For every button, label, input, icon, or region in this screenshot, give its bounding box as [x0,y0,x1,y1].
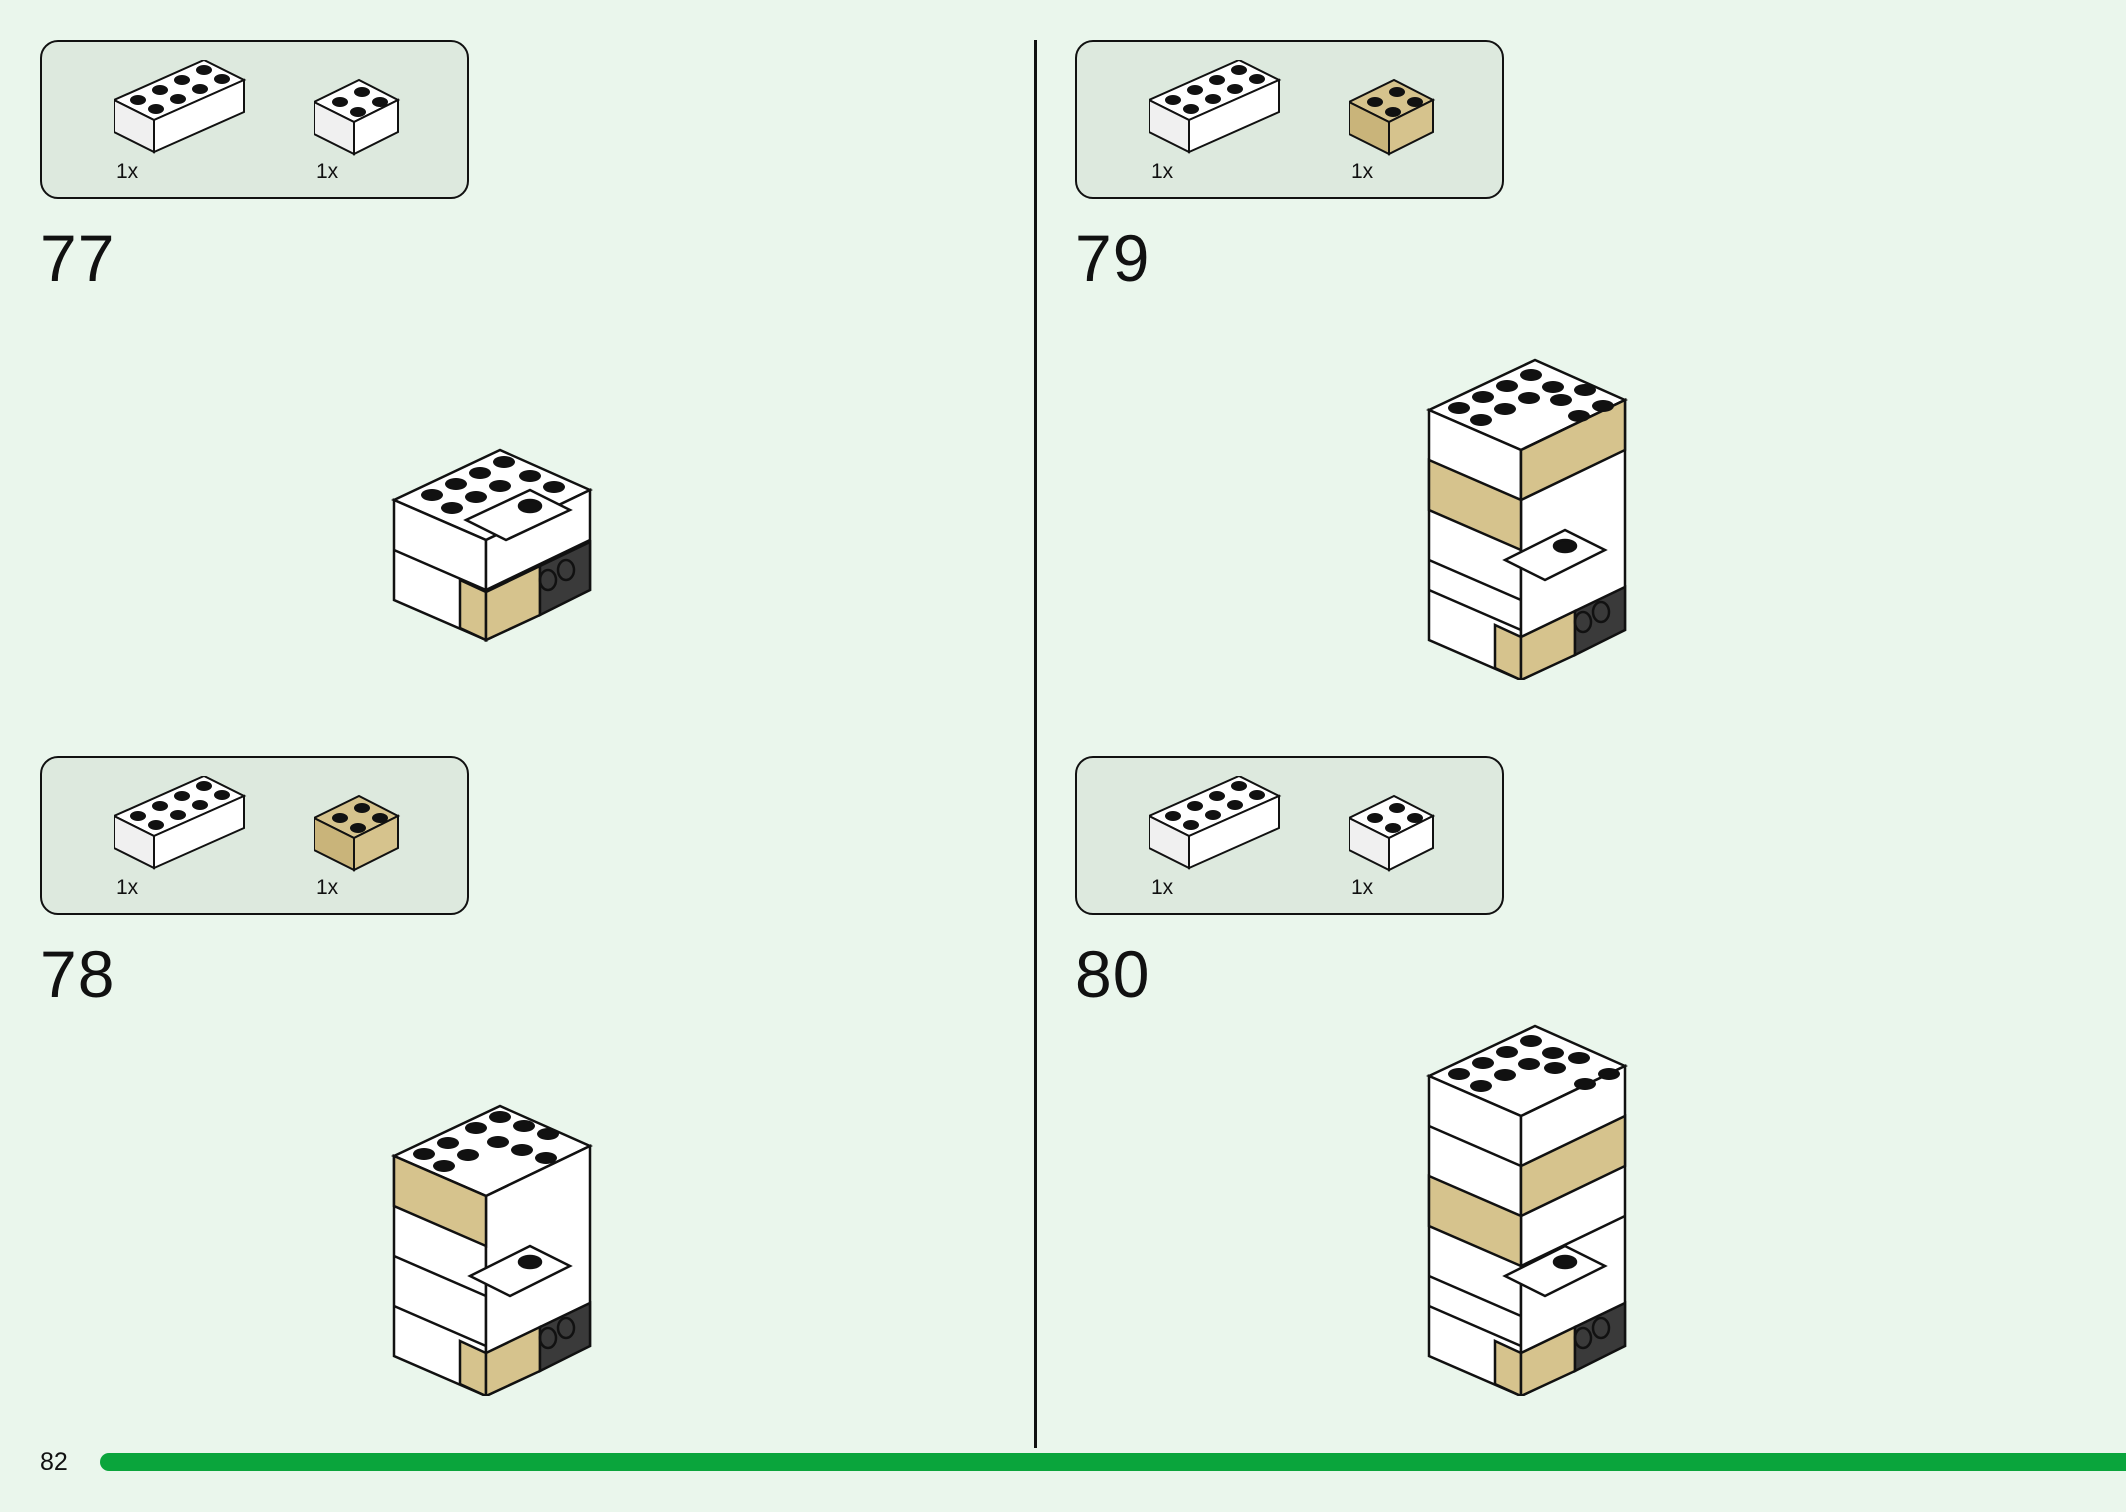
brick-2x4-white-icon [1149,776,1289,876]
model-assembly-image [390,1076,690,1401]
part-qty: 1x [1151,876,1174,899]
model-assembly-image [1425,996,1725,1401]
brick-2x4-white-icon [1149,60,1289,160]
part-qty: 1x [116,876,139,899]
part-qty: 1x [1351,876,1374,899]
part-qty: 1x [1351,160,1374,183]
parts-callout: 1x 1x [40,756,469,915]
step-80: 1x 1x 80 [1075,756,2075,1456]
step-79: 1x 1x 79 [1075,40,2075,740]
step-78: 1x 1x 78 [40,756,1040,1456]
step-77: 1x 1x 77 [40,40,1040,740]
parts-callout: 1x 1x [1075,756,1504,915]
brick-2x2-tan-icon [1349,72,1439,162]
part-qty: 1x [116,160,139,183]
model-assembly-image [1425,320,1725,685]
step-number: 80 [1075,937,1151,1011]
parts-callout: 1x 1x [1075,40,1504,199]
part-qty: 1x [1151,160,1174,183]
brick-2x4-white-icon [114,776,254,876]
part-qty: 1x [316,160,339,183]
brick-2x4-white-icon [114,60,254,160]
page-divider [1034,40,1037,1448]
progress-bar [100,1453,2126,1471]
step-number: 78 [40,937,116,1011]
parts-callout: 1x 1x [40,40,469,199]
model-assembly-image [390,410,690,735]
part-qty: 1x [316,876,339,899]
brick-2x2-white-icon [314,72,404,162]
brick-2x2-tan-icon [314,788,404,878]
page-number: 82 [40,1448,68,1476]
brick-2x2-white-icon [1349,788,1439,878]
step-number: 79 [1075,221,1151,295]
step-number: 77 [40,221,116,295]
